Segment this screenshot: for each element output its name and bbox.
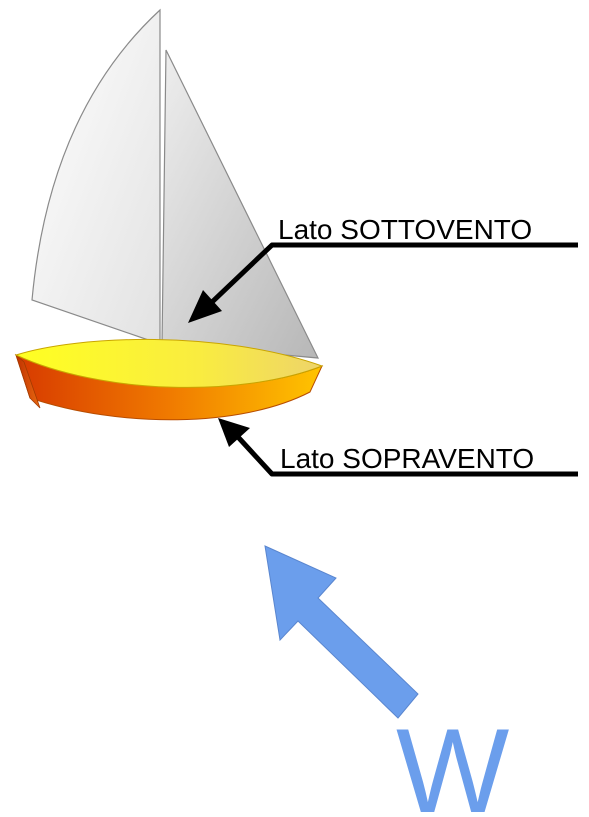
windward-arrowhead — [218, 418, 250, 447]
main-sail — [31, 8, 161, 345]
wind-letter: W — [396, 704, 509, 817]
sailboat — [14, 8, 324, 421]
leeward-label: Lato SOTTOVENTO — [278, 214, 532, 245]
leeward-arrowhead — [188, 290, 222, 323]
hull-stern — [15, 353, 41, 409]
wind-arrow-icon — [264, 545, 419, 719]
jib-sail — [161, 49, 320, 359]
windward-callout: Lato SOPRAVENTO — [218, 418, 578, 477]
hull-deck — [14, 339, 324, 388]
leeward-callout: Lato SOTTOVENTO — [188, 214, 578, 323]
leeward-leader-line — [210, 242, 578, 304]
windward-label: Lato SOPRAVENTO — [280, 443, 534, 474]
windward-leader-line — [236, 435, 578, 477]
wind-indicator: W — [264, 545, 509, 817]
